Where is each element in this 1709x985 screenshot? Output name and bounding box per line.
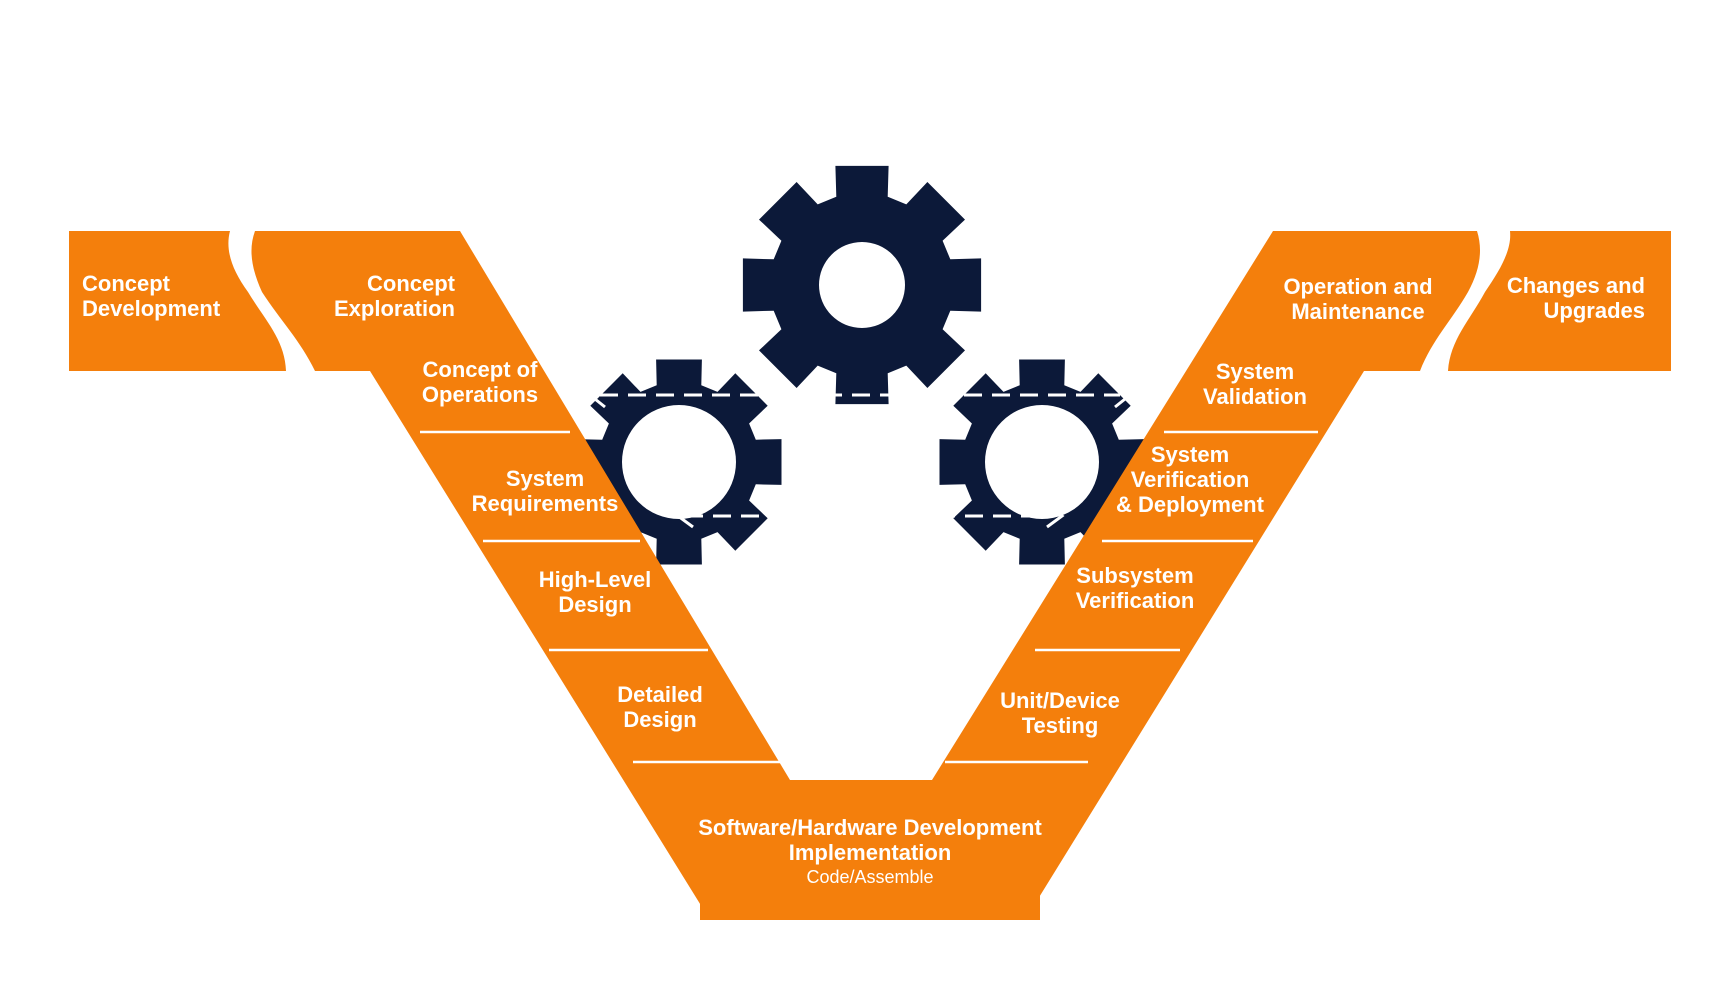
concept-exploration-label: Concept Exploration bbox=[333, 271, 455, 321]
right-column bbox=[1448, 231, 1671, 371]
subsystem-verification-label: Subsystem Verification bbox=[1075, 563, 1195, 613]
separator-lines bbox=[420, 430, 1318, 764]
unit-device-testing-label: Unit/Device Testing bbox=[1000, 688, 1120, 738]
changes-and-upgrades-label: Changes and Upgrades bbox=[1506, 273, 1645, 323]
system-validation-label: System Validation bbox=[1203, 359, 1307, 409]
double-arrow-icon bbox=[675, 503, 1065, 529]
v-shape bbox=[69, 231, 1671, 920]
detailed-design-label: Detailed Design bbox=[617, 682, 703, 732]
bottom-block bbox=[700, 780, 1040, 920]
concept-development-label: Concept Development bbox=[82, 271, 221, 321]
double-arrow-icon bbox=[587, 381, 1133, 409]
gear-shape bbox=[939, 359, 1145, 565]
implementation-label: Software/Hardware Development Implementa… bbox=[698, 815, 1042, 887]
right-leg bbox=[810, 231, 1480, 920]
operation-and-maintenance-label: Operation and Maintenance bbox=[1283, 274, 1433, 324]
system-requirements-label: System Requirements bbox=[471, 466, 619, 516]
high-level-design-label: High-Level Design bbox=[538, 567, 652, 617]
gear-icon bbox=[939, 359, 1145, 565]
system-verification-label: System Verification & Deployment bbox=[1116, 442, 1264, 517]
left-leg bbox=[251, 231, 810, 920]
left-column bbox=[69, 231, 286, 371]
concept-of-operations-label: Concept of Operations bbox=[421, 357, 539, 407]
gear-icon bbox=[742, 165, 982, 405]
unit-plan-label: Unit/Device Test Plan bbox=[759, 567, 1001, 594]
verification-plan-sublabel: Subsystem acceptance bbox=[792, 488, 968, 507]
gear-shape bbox=[742, 165, 982, 405]
